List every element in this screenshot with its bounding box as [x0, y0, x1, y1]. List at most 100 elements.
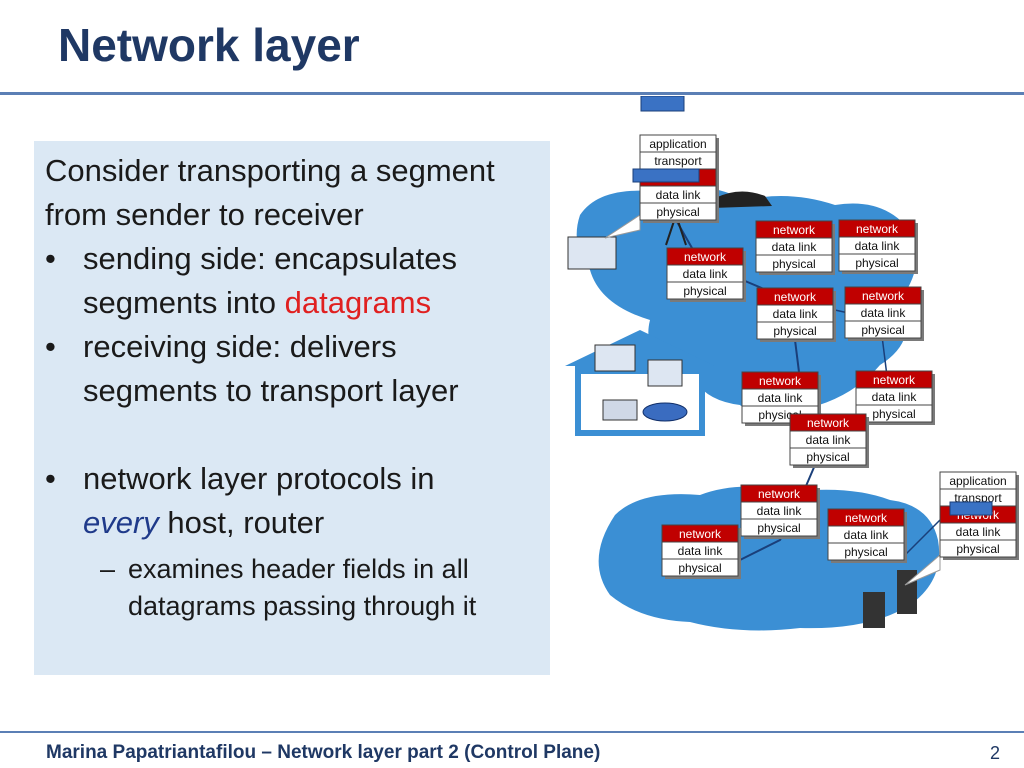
- datagram-packet: [949, 501, 993, 516]
- layer-box: [756, 321, 834, 340]
- layer-label: physical: [678, 561, 721, 575]
- router-stack: network data link physical: [827, 508, 907, 563]
- network-layer-label: network: [774, 290, 817, 304]
- layer-label: physical: [757, 521, 800, 535]
- layer-label: physical: [855, 256, 898, 270]
- network-layer-label: network: [807, 416, 850, 430]
- bullet-sending-text-2: segments into: [83, 285, 285, 320]
- intro-line-2: from sender to receiver: [45, 197, 364, 232]
- bullet-sending: • sending side: encapsulates: [45, 237, 538, 281]
- laptop-icon: [647, 359, 683, 387]
- layer-label: physical: [844, 545, 887, 559]
- bullet-receiving-text: receiving side: delivers: [83, 329, 397, 364]
- layer-label: data link: [872, 390, 918, 404]
- network-layer-label: network: [684, 250, 727, 264]
- datagram-packet: [640, 96, 685, 112]
- router-stack: network data link physical: [855, 370, 935, 425]
- layer-label: physical: [806, 450, 849, 464]
- bullet-protocols-text: network layer protocols in: [83, 461, 435, 496]
- router-icon: [642, 402, 688, 422]
- bullet-sending-text: sending side: encapsulates: [83, 241, 457, 276]
- layer-label: data link: [656, 188, 702, 202]
- bullet-receiving: • receiving side: delivers: [45, 325, 538, 369]
- datagrams-highlight: datagrams: [284, 285, 432, 320]
- every-highlight: every: [83, 505, 159, 540]
- layer-label: data link: [772, 240, 818, 254]
- layer-label: physical: [861, 323, 904, 337]
- layer-label: transport: [654, 154, 702, 168]
- network-layer-label: network: [759, 374, 802, 388]
- network-diagram: applicationtransportnetworkdata linkphys…: [565, 96, 1019, 631]
- title-divider: [0, 92, 1024, 95]
- bullet-receiving-text-2: segments to transport layer: [83, 373, 459, 408]
- desktop-icon: [594, 344, 636, 372]
- network-layer-label: network: [862, 289, 905, 303]
- layer-label: application: [649, 137, 706, 151]
- layer-label: physical: [656, 205, 699, 219]
- network-layer-label: network: [773, 223, 816, 237]
- layer-label: data link: [806, 433, 852, 447]
- bullet-protocols-cont: every host, router: [45, 501, 538, 545]
- layer-box: [755, 254, 833, 273]
- layer-box: [666, 281, 744, 300]
- bullet-protocols-text-2: host, router: [158, 505, 325, 540]
- intro-line-1: Consider transporting a segment: [45, 153, 495, 188]
- layer-box: [661, 558, 739, 577]
- layer-box: [789, 447, 867, 466]
- layer-label: data link: [678, 544, 724, 558]
- layer-box: [639, 202, 717, 221]
- wifi-ap-icon: [602, 399, 638, 421]
- callout-pointer: [904, 553, 941, 586]
- layer-label: physical: [872, 407, 915, 421]
- sub-bullet-text-2: datagrams passing through it: [128, 591, 477, 621]
- server-icon: [897, 570, 917, 614]
- layer-label: data link: [683, 267, 729, 281]
- layer-label: data link: [844, 528, 890, 542]
- bullet-protocols: • network layer protocols in: [45, 457, 538, 501]
- router-stack: network data link physical: [666, 247, 746, 302]
- network-layer-label: network: [758, 487, 801, 501]
- receiver-host-stack: applicationtransportnetworkdata linkphys…: [939, 471, 1019, 560]
- layer-label: data link: [861, 306, 907, 320]
- layer-label: data link: [757, 504, 803, 518]
- sub-bullet-dash: –: [100, 554, 116, 584]
- bullet-dot: •: [45, 241, 56, 276]
- layer-label: data link: [758, 391, 804, 405]
- router-stack: network data link physical: [740, 484, 820, 539]
- bullet-dot: •: [45, 461, 56, 496]
- network-layer-label: network: [873, 373, 916, 387]
- server-icon: [863, 592, 885, 628]
- content-box: Consider transporting a segment from sen…: [34, 141, 550, 675]
- network-layer-label: network: [856, 222, 899, 236]
- layer-box: [740, 518, 818, 537]
- layer-label: data link: [773, 307, 819, 321]
- router-stack: network data link physical: [756, 287, 836, 342]
- layer-box: [939, 539, 1017, 558]
- router-stack: network data link physical: [838, 219, 918, 274]
- router-stack: network data link physical: [789, 413, 869, 468]
- footer-text: Marina Papatriantafilou – Network layer …: [46, 742, 601, 763]
- footer-divider: [0, 731, 1024, 733]
- layer-label: physical: [773, 324, 816, 338]
- layer-box: [827, 542, 905, 561]
- network-layer-label: network: [679, 527, 722, 541]
- datagram-packet: [632, 168, 700, 183]
- router-stack: network data link physical: [661, 524, 741, 579]
- sub-bullet-text-1: examines header fields in all: [128, 554, 469, 584]
- sub-bullet-examines: – examines header fields in all: [45, 551, 538, 588]
- bullet-dot: •: [45, 329, 56, 364]
- car-icon: [712, 191, 772, 208]
- layer-label: data link: [855, 239, 901, 253]
- bullet-receiving-cont: segments to transport layer: [45, 369, 538, 413]
- router-stack: network data link physical: [844, 286, 924, 341]
- layer-label: physical: [956, 542, 999, 556]
- layer-label: application: [949, 474, 1006, 488]
- page-number: 2: [990, 743, 1001, 763]
- layer-box: [838, 253, 916, 272]
- network-layer-label: network: [845, 511, 888, 525]
- layer-box: [844, 320, 922, 339]
- slide-title: Network layer: [58, 19, 360, 71]
- laptop-icon: [567, 236, 617, 270]
- layer-label: physical: [683, 284, 726, 298]
